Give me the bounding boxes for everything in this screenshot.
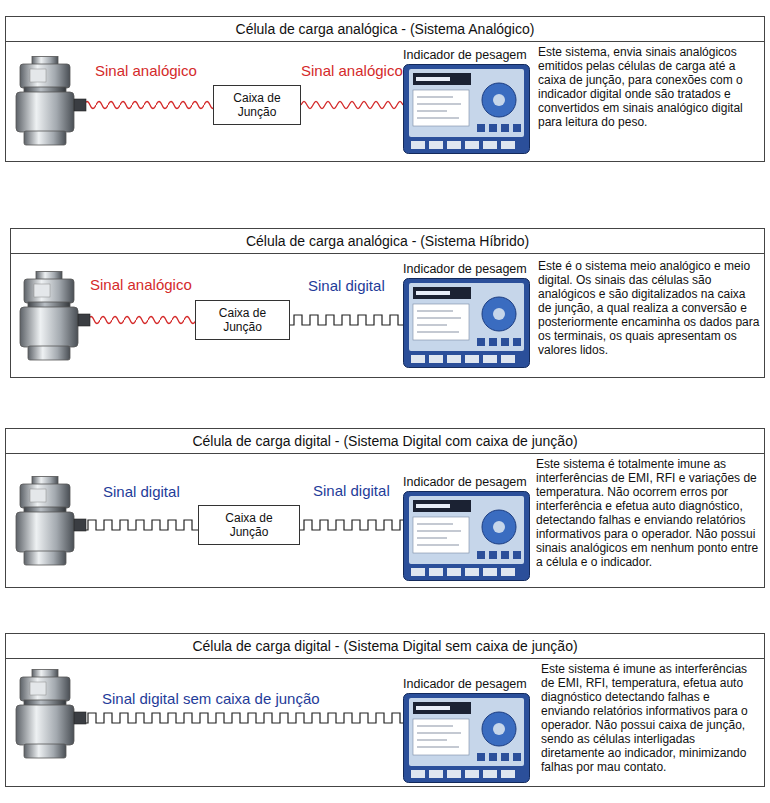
signal-label: Sinal analógico xyxy=(301,62,403,80)
system-panel: Caixa de Junção Indicador de pesagem Célul… xyxy=(10,228,765,378)
indicator-label: Indicador de pesagem xyxy=(403,474,539,490)
indicator-screen xyxy=(404,694,530,783)
digital-signal-line xyxy=(300,520,403,530)
panel-description: Este sistema, envia sinais analógicos em… xyxy=(538,45,760,129)
analog-wire xyxy=(88,314,195,326)
digital-wire xyxy=(84,711,403,725)
load-cell xyxy=(16,57,86,146)
analog-wire xyxy=(84,99,213,111)
indicator-screen xyxy=(403,278,530,368)
panel-description: Este sistema é imune as interferências d… xyxy=(541,662,761,774)
indicator-screen xyxy=(403,491,530,581)
indicator-screen xyxy=(404,279,530,368)
digital-signal-line xyxy=(290,315,403,325)
weighing-indicator: Indicador de pesagem xyxy=(403,474,539,581)
indicator-label: Indicador de pesagem xyxy=(403,676,539,692)
indicator-screen xyxy=(404,492,530,581)
load-cell xyxy=(20,272,90,361)
indicator-screen xyxy=(403,693,530,783)
load-cell xyxy=(16,670,86,759)
analog-wire xyxy=(88,314,195,326)
digital-wire xyxy=(84,518,198,532)
indicator-screen xyxy=(404,65,530,154)
signal-label: Sinal digital xyxy=(308,277,385,295)
panel-title: Célula de carga digital - (Sistema Digit… xyxy=(6,634,764,659)
weighing-indicator: Indicador de pesagem xyxy=(403,261,539,368)
panel-title: Célula de carga digital - (Sistema Digit… xyxy=(6,429,764,454)
panel-title: Célula de carga analógica - (Sistema Ana… xyxy=(6,17,764,42)
load-cell xyxy=(16,477,86,566)
junction-box: Caixa de Junção xyxy=(195,300,290,340)
panel-description: Este é o sistema meio analógico e meio d… xyxy=(538,259,760,357)
analog-wire xyxy=(84,99,213,111)
analog-signal-line xyxy=(301,102,403,109)
digital-wire xyxy=(84,518,198,532)
indicator-screen xyxy=(403,64,530,154)
junction-label: Caixa de Junção xyxy=(222,91,292,119)
junction-box: Caixa de Junção xyxy=(198,505,300,545)
indicator-label: Indicador de pesagem xyxy=(403,47,539,63)
signal-label: Sinal analógico xyxy=(90,276,192,294)
junction-label: Caixa de Junção xyxy=(208,306,278,334)
system-panel: Indicador de pesagem Célula de carga digi… xyxy=(5,633,765,787)
system-panel: Caixa de Junção Indicador de pesagem Célul… xyxy=(5,16,765,162)
junction-box: Caixa de Junção xyxy=(213,85,301,125)
signal-label: Sinal digital xyxy=(103,483,180,501)
signal-label: Sinal digital sem caixa de junção xyxy=(102,690,320,708)
digital-wire xyxy=(84,711,403,725)
junction-label: Caixa de Junção xyxy=(214,511,284,539)
indicator-label: Indicador de pesagem xyxy=(403,261,539,277)
system-panel: Caixa de Junção Indicador de pesagem Célul… xyxy=(5,428,765,588)
weighing-indicator: Indicador de pesagem xyxy=(403,676,539,783)
signal-label: Sinal digital xyxy=(313,482,390,500)
weighing-indicator: Indicador de pesagem xyxy=(403,47,539,154)
signal-label: Sinal analógico xyxy=(95,62,197,80)
panel-description: Este sistema é totalmente imune as inter… xyxy=(536,457,762,569)
panel-title: Célula de carga analógica - (Sistema Híb… xyxy=(11,229,764,254)
